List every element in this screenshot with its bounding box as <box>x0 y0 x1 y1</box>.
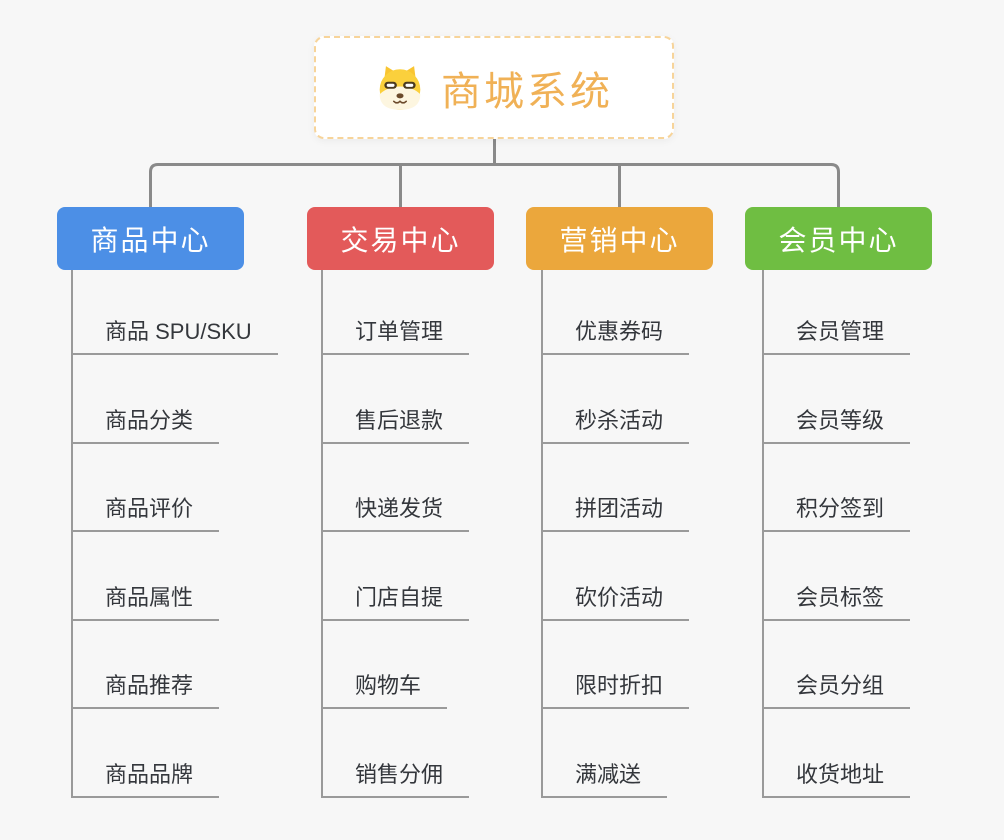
branch-node-member-center[interactable]: 会员中心 <box>745 207 932 270</box>
leaf-node[interactable]: 商品 SPU/SKU <box>73 270 278 355</box>
leaf-node[interactable]: 商品品牌 <box>73 709 220 798</box>
branch-children-product-center: 商品 SPU/SKU 商品分类 商品评价 商品属性 商品推荐 商品品牌 <box>71 270 278 798</box>
branch-children-member-center: 会员管理 会员等级 积分签到 会员标签 会员分组 收货地址 <box>762 270 911 798</box>
leaf-node[interactable]: 门店自提 <box>323 532 470 621</box>
leaf-node[interactable]: 满减送 <box>543 709 668 798</box>
leaf-node[interactable]: 会员标签 <box>764 532 911 621</box>
leaf-node[interactable]: 收货地址 <box>764 709 911 798</box>
root-node[interactable]: 商城系统 <box>314 36 674 139</box>
branch-children-marketing-center: 优惠券码 秒杀活动 拼团活动 砍价活动 限时折扣 满减送 <box>541 270 690 798</box>
branch-node-trade-center[interactable]: 交易中心 <box>307 207 494 270</box>
dog-face-icon <box>379 65 421 110</box>
leaf-node[interactable]: 拼团活动 <box>543 444 690 533</box>
leaf-node[interactable]: 快递发货 <box>323 444 470 533</box>
leaf-node[interactable]: 会员分组 <box>764 621 911 710</box>
branch-node-marketing-center[interactable]: 营销中心 <box>526 207 713 270</box>
leaf-node[interactable]: 秒杀活动 <box>543 355 690 444</box>
leaf-node[interactable]: 商品属性 <box>73 532 220 621</box>
leaf-node[interactable]: 订单管理 <box>323 270 470 355</box>
leaf-node[interactable]: 商品评价 <box>73 444 220 533</box>
leaf-node[interactable]: 砍价活动 <box>543 532 690 621</box>
leaf-node[interactable]: 限时折扣 <box>543 621 690 710</box>
root-title: 商城系统 <box>441 69 613 114</box>
branch-node-product-center[interactable]: 商品中心 <box>57 207 244 270</box>
leaf-node[interactable]: 商品推荐 <box>73 621 220 710</box>
leaf-node[interactable]: 会员等级 <box>764 355 911 444</box>
leaf-node[interactable]: 购物车 <box>323 621 448 710</box>
leaf-node[interactable]: 销售分佣 <box>323 709 470 798</box>
leaf-node[interactable]: 商品分类 <box>73 355 220 444</box>
leaf-node[interactable]: 积分签到 <box>764 444 911 533</box>
leaf-node[interactable]: 优惠券码 <box>543 270 690 355</box>
leaf-node[interactable]: 会员管理 <box>764 270 911 355</box>
leaf-node[interactable]: 售后退款 <box>323 355 470 444</box>
branch-children-trade-center: 订单管理 售后退款 快递发货 门店自提 购物车 销售分佣 <box>321 270 470 798</box>
